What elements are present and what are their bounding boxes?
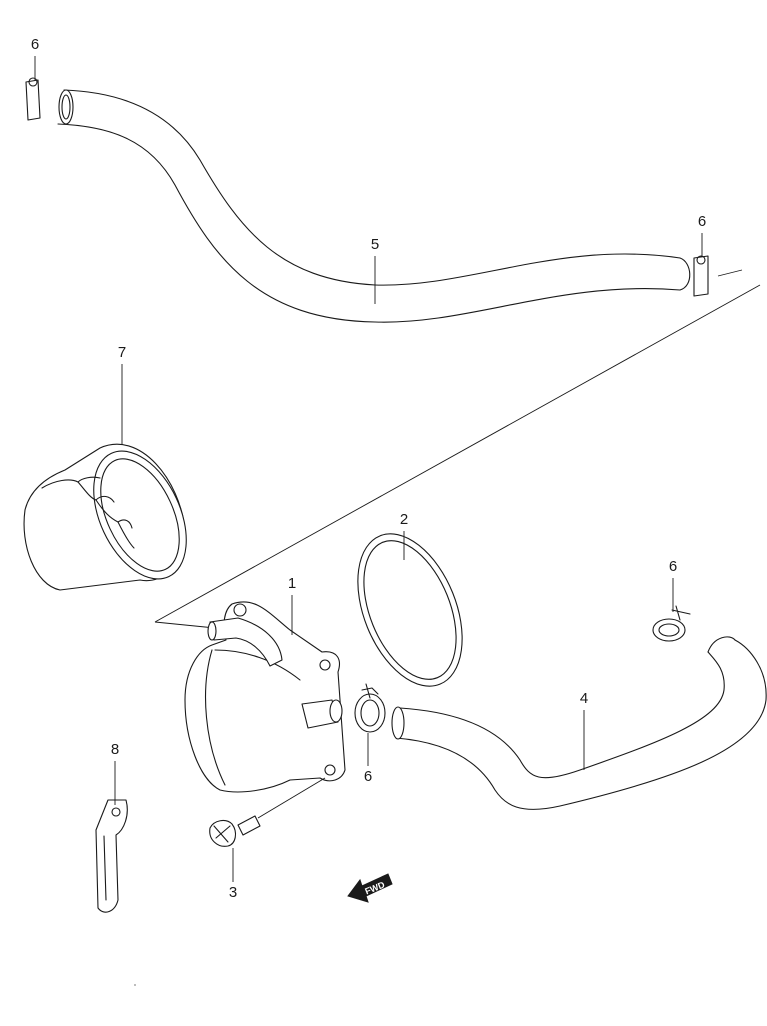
- callout-4-label: 4: [580, 690, 588, 707]
- oil-cooler: [184, 601, 346, 793]
- oil-filter: [23, 443, 187, 591]
- callout-5-label: 5: [371, 236, 379, 253]
- clamp-center: [354, 683, 386, 733]
- callout-1-label: 1: [288, 575, 296, 592]
- boundary-lines: [154, 269, 761, 629]
- callout-6: 6: [31, 36, 39, 53]
- upper-hose: [57, 89, 691, 323]
- callout-3-label: 3: [229, 884, 237, 901]
- callout-4: 4: [580, 690, 588, 770]
- callout-3: 3: [229, 848, 237, 901]
- callout-8: 8: [111, 741, 119, 805]
- callout-6-label-3: 6: [669, 558, 677, 575]
- lower-hose: [391, 636, 767, 810]
- clamp-top-left: [25, 77, 41, 121]
- fwd-label: FWD: [363, 879, 386, 896]
- o-ring: [357, 533, 463, 687]
- callout-6-top-left: 6: [31, 36, 39, 80]
- callout-6-top-right: 6: [698, 213, 706, 257]
- callout-6-right: 6: [669, 558, 677, 612]
- callout-6-center: 6: [364, 733, 372, 785]
- stray-dot: [134, 984, 136, 986]
- callout-6-label-4: 6: [364, 768, 372, 785]
- callout-2-label: 2: [400, 511, 408, 528]
- callout-2: 2: [400, 511, 408, 560]
- callout-7-label: 7: [118, 344, 126, 361]
- callout-8-label: 8: [111, 741, 119, 758]
- bolt: [209, 777, 326, 847]
- callout-1: 1: [288, 575, 296, 635]
- callout-7: 7: [118, 344, 126, 445]
- fwd-arrow-icon: FWD: [347, 873, 393, 903]
- callout-5: 5: [371, 236, 379, 304]
- clamp-right: [652, 605, 691, 642]
- callout-6-label-2: 6: [698, 213, 706, 230]
- clip: [95, 799, 128, 913]
- clamp-top-right: [693, 255, 709, 297]
